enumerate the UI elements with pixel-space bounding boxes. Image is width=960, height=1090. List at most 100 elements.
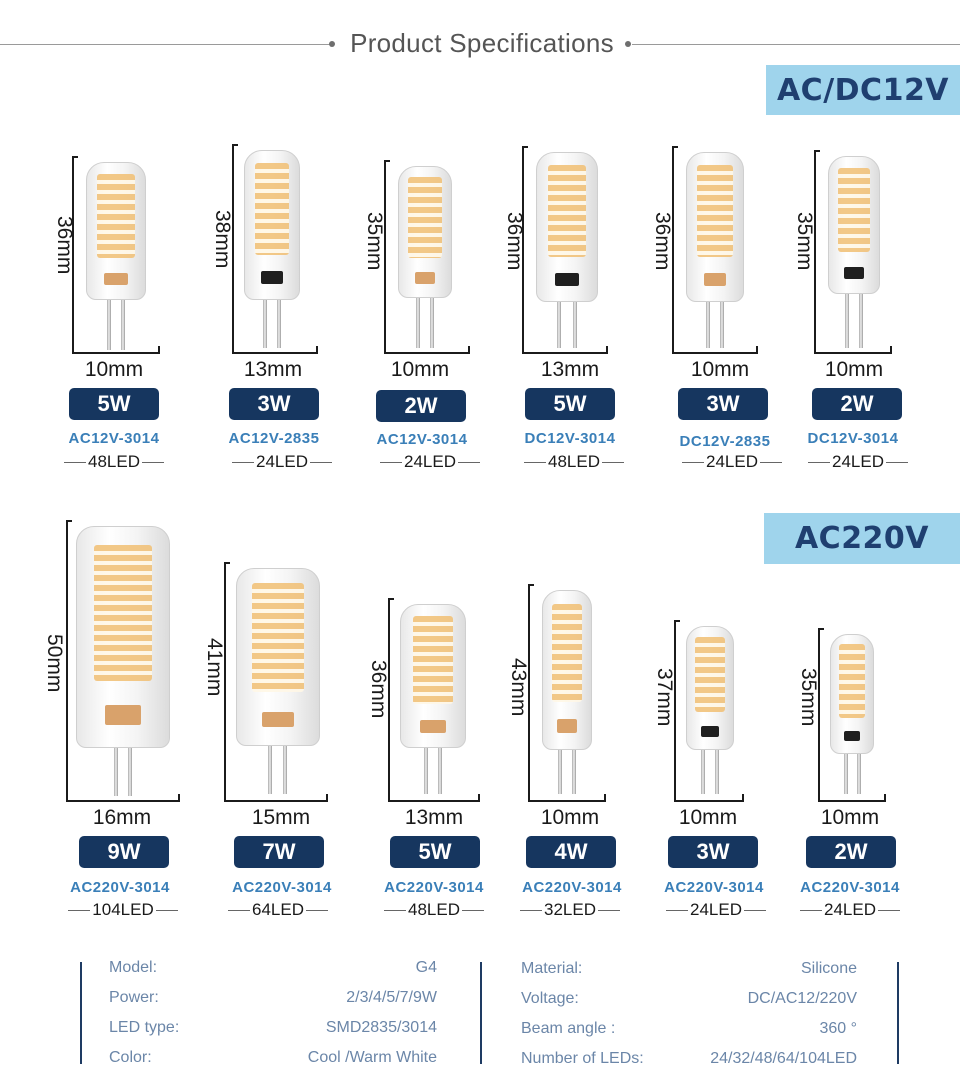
width-label: 13mm: [540, 358, 600, 381]
height-label: 41mm: [203, 638, 226, 697]
power-badge: 3W: [229, 388, 319, 420]
dimension-bracket: [674, 620, 744, 802]
bulb-image: [76, 526, 170, 796]
dimension-bracket: [528, 584, 606, 802]
height-label: 35mm: [363, 212, 386, 271]
dimension-bracket: [522, 146, 608, 354]
dimension-bracket: [224, 562, 328, 802]
bulb-image: [86, 162, 146, 350]
dimension-bracket: [72, 156, 160, 354]
led-count: 24LED: [788, 452, 928, 472]
width-label: 10mm: [84, 358, 144, 381]
height-label: 36mm: [367, 660, 390, 719]
led-count: 48LED: [364, 900, 504, 920]
bulb-image: [686, 626, 734, 794]
height-label: 35mm: [793, 212, 816, 271]
bulb-image: [236, 568, 320, 794]
bulb-image: [244, 150, 300, 348]
led-count: 24LED: [212, 452, 352, 472]
width-label: 15mm: [251, 806, 311, 829]
spec-divider: [480, 962, 482, 1064]
power-badge: 5W: [390, 836, 480, 868]
spec-value-number-of-leds: 24/32/48/64/104LED: [710, 1050, 857, 1067]
spec-value-beam-angle: 360 °: [819, 1020, 857, 1037]
width-label: 13mm: [243, 358, 303, 381]
spec-value-material: Silicone: [800, 960, 857, 977]
bulb-image: [400, 604, 466, 794]
height-label: 50mm: [43, 634, 66, 693]
model-label: DC12V-3014: [524, 430, 616, 447]
height-label: 36mm: [503, 212, 526, 271]
dimension-bracket: [672, 146, 758, 354]
height-label: 36mm: [53, 216, 76, 275]
spec-value-voltage: DC/AC12/220V: [747, 990, 857, 1007]
led-count: 104LED: [53, 900, 193, 920]
spec-value-model: G4: [415, 959, 437, 976]
power-badge: 5W: [525, 388, 615, 420]
power-badge: 3W: [668, 836, 758, 868]
height-label: 38mm: [211, 210, 234, 269]
led-count: 64LED: [208, 900, 348, 920]
model-label: AC220V-3014: [800, 879, 900, 896]
power-badge: 9W: [79, 836, 169, 868]
bulb-image: [542, 590, 592, 794]
spec-label-material: Material:: [521, 960, 583, 977]
section-banner-ac220v: AC220V: [764, 513, 960, 564]
power-badge: 4W: [526, 836, 616, 868]
led-count: 24LED: [646, 900, 786, 920]
model-label: DC12V-3014: [807, 430, 899, 447]
spec-label-model: Model:: [109, 959, 158, 976]
header-dot-left: [329, 41, 335, 47]
height-label: 35mm: [797, 668, 820, 727]
led-count: 24LED: [360, 452, 500, 472]
power-badge: 2W: [376, 390, 466, 422]
model-label: AC12V-3014: [68, 430, 160, 447]
power-badge: 5W: [69, 388, 159, 420]
model-label: AC220V-3014: [70, 879, 170, 896]
header-dot-right: [625, 41, 631, 47]
width-label: 13mm: [404, 806, 464, 829]
model-label: AC220V-3014: [664, 879, 764, 896]
bulb-image: [536, 152, 598, 348]
header-rule-left: [0, 44, 330, 45]
led-count: 24LED: [662, 452, 802, 472]
led-count: 24LED: [780, 900, 920, 920]
dimension-bracket: [818, 628, 886, 802]
power-badge: 2W: [806, 836, 896, 868]
led-count: 48LED: [44, 452, 184, 472]
width-label: 16mm: [92, 806, 152, 829]
power-badge: 3W: [678, 388, 768, 420]
spec-label-led-type: LED type:: [109, 1019, 180, 1036]
spec-value-color: Cool /Warm White: [307, 1049, 437, 1066]
width-label: 10mm: [678, 806, 738, 829]
dimension-bracket: [388, 598, 480, 802]
width-label: 10mm: [390, 358, 450, 381]
spec-label-voltage: Voltage:: [521, 990, 579, 1007]
bulb-image: [398, 166, 452, 348]
height-label: 37mm: [653, 668, 676, 727]
led-count: 48LED: [504, 452, 644, 472]
height-label: 36mm: [651, 212, 674, 271]
spec-value-led-type: SMD2835/3014: [325, 1019, 437, 1036]
width-label: 10mm: [540, 806, 600, 829]
height-label: 43mm: [507, 658, 530, 717]
spec-label-color: Color:: [109, 1049, 152, 1066]
spec-value-power: 2/3/4/5/7/9W: [346, 989, 437, 1006]
width-label: 10mm: [824, 358, 884, 381]
section-banner-ac-dc12v: AC/DC12V: [766, 65, 960, 115]
bulb-image: [828, 156, 880, 348]
width-label: 10mm: [820, 806, 880, 829]
model-label: AC12V-3014: [376, 431, 468, 448]
spec-label-number-of-leds: Number of LEDs:: [521, 1050, 644, 1067]
power-badge: 2W: [812, 388, 902, 420]
spec-divider: [897, 962, 899, 1064]
model-label: DC12V-2835: [679, 433, 771, 450]
bulb-image: [686, 152, 744, 348]
width-label: 10mm: [690, 358, 750, 381]
model-label: AC12V-2835: [228, 430, 320, 447]
bulb-image: [830, 634, 874, 794]
dimension-bracket: [66, 520, 180, 802]
spec-label-beam-angle: Beam angle :: [521, 1020, 616, 1037]
header-rule-right: [632, 44, 960, 45]
dimension-bracket: [232, 144, 318, 354]
